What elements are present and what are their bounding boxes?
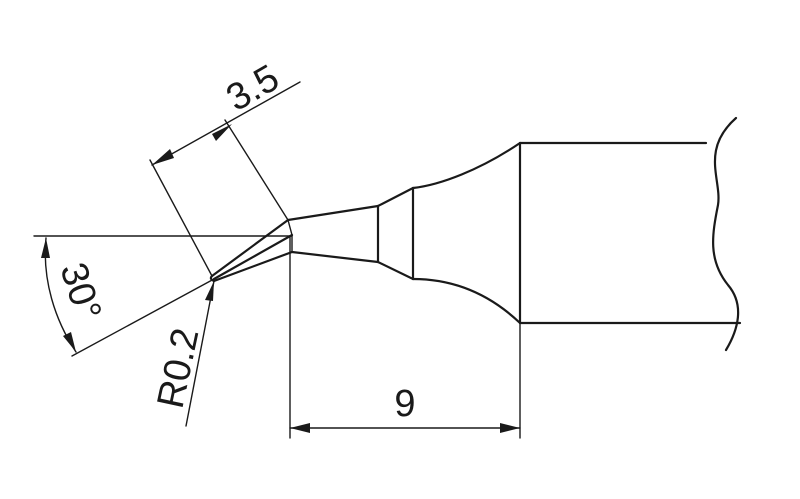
collar-top (376, 186, 415, 208)
arrowhead-9-right (500, 423, 520, 433)
bent-tip-inner (212, 233, 294, 281)
label-radius: R0.2 (150, 325, 208, 412)
break-line (712, 116, 740, 352)
extension-line-3-5-left (149, 159, 213, 277)
tip-outline (209, 116, 742, 352)
cone-bottom (290, 250, 380, 264)
dimension-radius: R0.2 (150, 280, 215, 427)
arrowhead-radius (205, 281, 214, 301)
arrowhead-3-5-left (152, 149, 174, 165)
dimension-9: 9 (289, 235, 521, 439)
bent-tip-top (210, 218, 290, 278)
label-9: 9 (394, 383, 415, 425)
arrowhead-3-5-right (212, 124, 232, 141)
radius-leader (185, 280, 215, 427)
arrowhead-angle-bottom (63, 332, 76, 352)
taper-bottom (411, 277, 522, 325)
arrowhead-9-left (290, 423, 310, 433)
dimension-line-3-5 (151, 81, 301, 166)
bent-tip-bottom (212, 250, 294, 283)
label-3-5: 3.5 (220, 57, 287, 120)
label-angle: 30° (51, 258, 109, 326)
collar-bottom (376, 260, 415, 281)
taper-top (411, 141, 522, 190)
cone-top (286, 204, 380, 222)
extension-line-3-5-right (224, 119, 289, 221)
angle-leg-line (71, 278, 215, 357)
arrowhead-angle-top (41, 238, 50, 258)
bend-edge (287, 219, 293, 253)
